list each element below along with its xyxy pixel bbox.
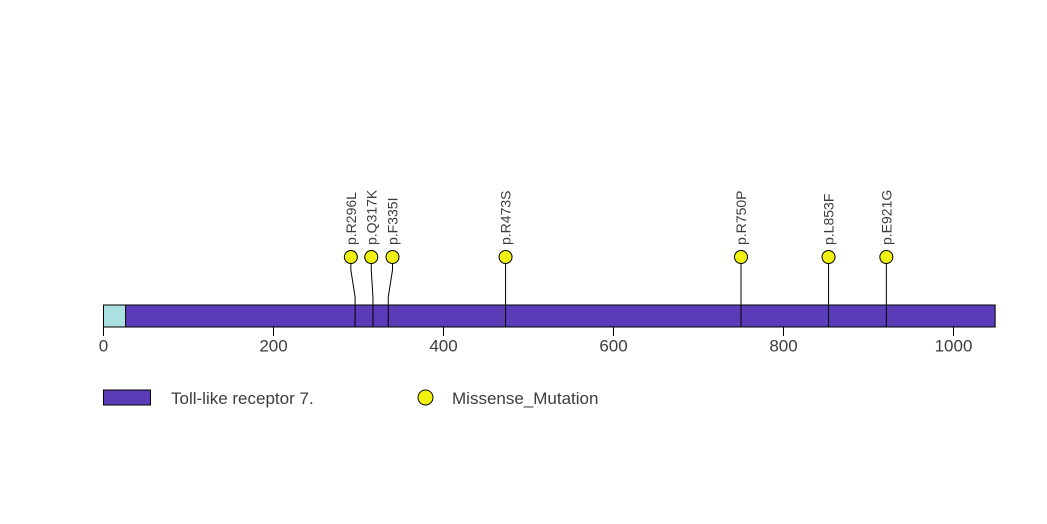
legend-mutation-swatch (417, 389, 434, 406)
protein-bar (103, 304, 996, 328)
mutation-circle (385, 250, 400, 264)
mutation-label: p.R473S (498, 191, 514, 245)
mutation-label: p.L853F (821, 194, 837, 245)
lollipop-stem (387, 263, 393, 327)
axis-tick-label: 600 (599, 337, 627, 356)
lollipop-stem (350, 263, 356, 327)
legend-protein-swatch (103, 389, 151, 406)
mutation-circle (343, 250, 358, 264)
protein-bar-rect (103, 304, 996, 328)
mutation-label: p.Q317K (363, 189, 379, 245)
mutation-circle (734, 250, 748, 264)
x-axis: 0 200 400 600 800 1000 (99, 327, 973, 356)
axis-tick-label: 400 (429, 337, 457, 356)
legend-mutation-label: Missense_Mutation (452, 389, 598, 408)
mutation-label: p.F335I (385, 198, 401, 245)
axis-tick-label: 800 (769, 337, 797, 356)
legend: Toll-like receptor 7. Missense_Mutation (103, 389, 598, 408)
axis-tick-label: 1000 (935, 337, 973, 356)
mutation-circle (364, 250, 379, 264)
domain-n-terminal-segment (103, 304, 127, 328)
axis-tick-label: 200 (259, 337, 287, 356)
axis-tick-label: 0 (99, 337, 108, 356)
mutation-label: p.R296L (343, 192, 359, 245)
lollipop-stem (370, 263, 374, 327)
legend-protein-label: Toll-like receptor 7. (171, 389, 314, 408)
mutation-label: p.R750P (733, 191, 749, 245)
mutation-circle (498, 250, 513, 264)
mutation-circle (821, 250, 836, 264)
mutation-circle (879, 250, 894, 264)
mutation-label: p.E921G (878, 190, 894, 245)
